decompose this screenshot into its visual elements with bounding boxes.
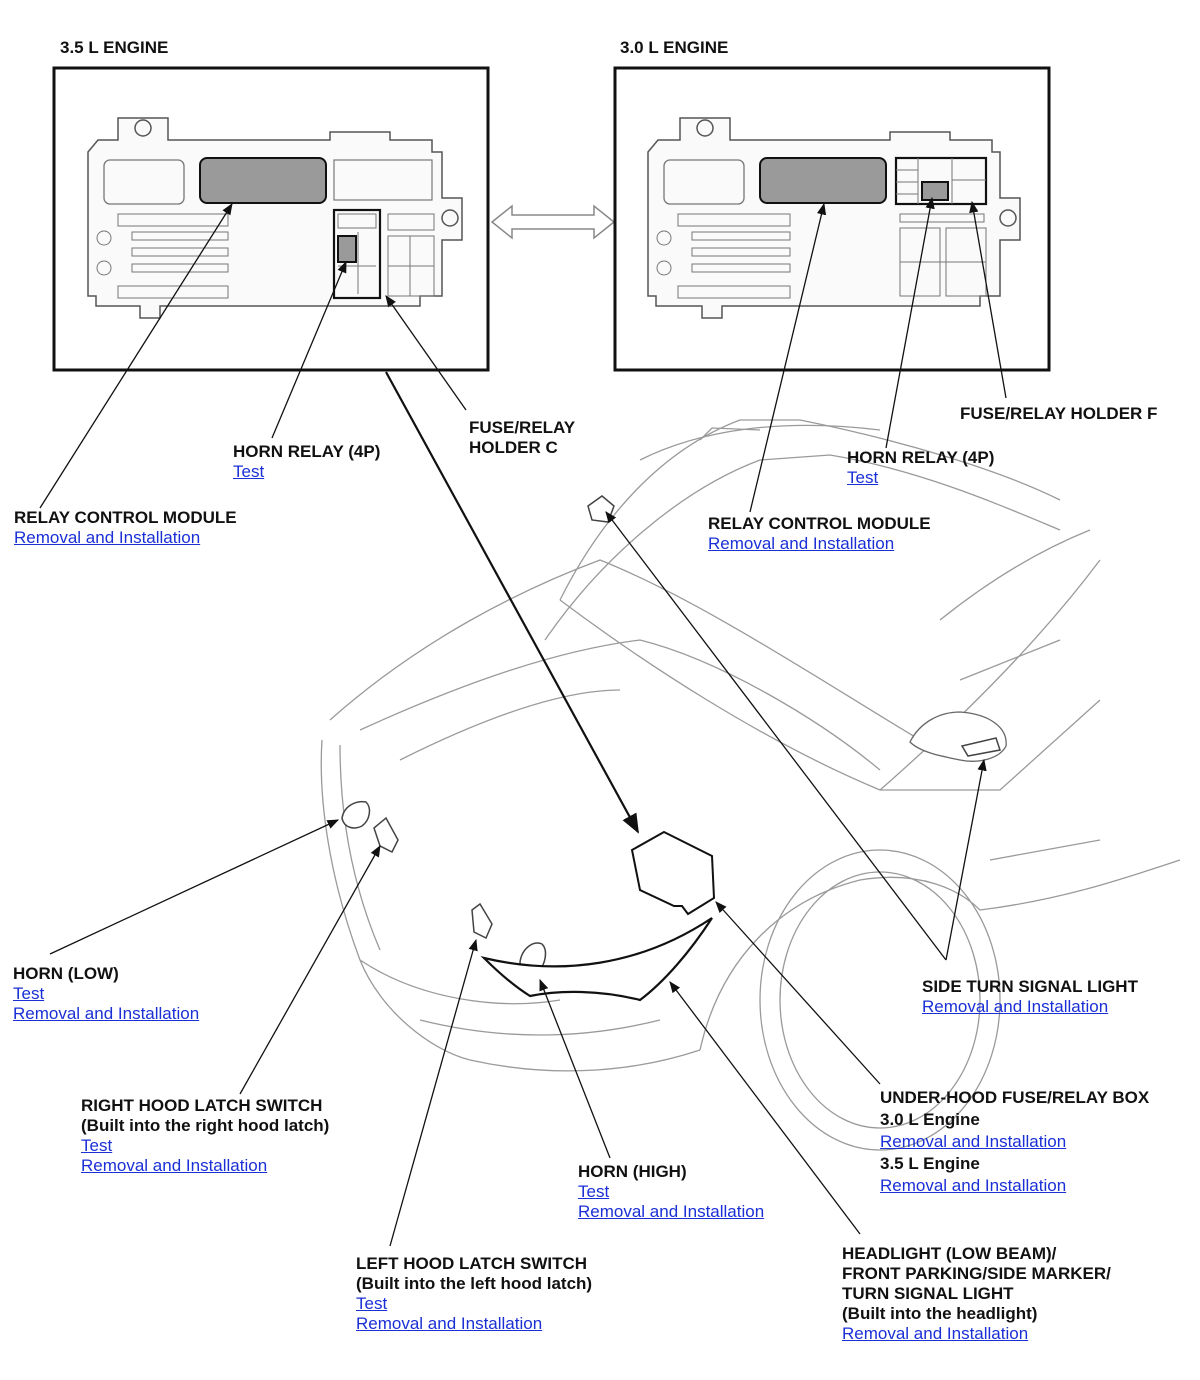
label-relay-control-module-35: RELAY CONTROL MODULE Removal and Install… (14, 508, 237, 548)
test-link[interactable]: Test (81, 1136, 113, 1155)
label-horn-relay-holder-f: HORN RELAY (4P) Test (847, 448, 994, 488)
fuse-box-detail-30 (613, 66, 1051, 372)
label-headlight: HEADLIGHT (LOW BEAM)/ FRONT PARKING/SIDE… (842, 1244, 1111, 1344)
label-line: FUSE/RELAY (469, 418, 576, 437)
label-left-hood-latch: LEFT HOOD LATCH SWITCH (Built into the l… (356, 1254, 592, 1334)
left-hood-latch-icon (471, 902, 493, 940)
right-hood-latch-icon (373, 816, 399, 854)
label-title: HORN (LOW) (13, 964, 119, 983)
label-title: HORN (HIGH) (578, 1162, 687, 1181)
fuse-relay-box-icon (630, 830, 716, 916)
removal-installation-link[interactable]: Removal and Installation (14, 528, 201, 547)
label-title: RIGHT HOOD LATCH SWITCH (81, 1096, 323, 1115)
test-link[interactable]: Test (847, 468, 879, 487)
removal-installation-link[interactable]: Removal and Installation (842, 1324, 1029, 1343)
label-side-turn-signal: SIDE TURN SIGNAL LIGHT Removal and Insta… (922, 977, 1138, 1017)
label-subtitle: (Built into the right hood latch) (81, 1116, 330, 1135)
label-engine-30: 3.0 L Engine (880, 1110, 980, 1129)
label-subtitle: (Built into the headlight) (842, 1304, 1038, 1323)
label-title: SIDE TURN SIGNAL LIGHT (922, 977, 1138, 996)
label-fuse-relay-holder-f: FUSE/RELAY HOLDER F (960, 404, 1157, 424)
engine-title-35: 3.5 L ENGINE (60, 38, 169, 57)
label-line: TURN SIGNAL LIGHT (842, 1284, 1014, 1303)
label-horn-relay-holder-c: HORN RELAY (4P) Test (233, 442, 380, 482)
horn-low-icon (341, 800, 371, 829)
label-horn-high: HORN (HIGH) Test Removal and Installatio… (578, 1162, 764, 1222)
removal-installation-link-30[interactable]: Removal and Installation (880, 1132, 1067, 1151)
label-title: HORN RELAY (4P) (233, 442, 381, 461)
removal-installation-link[interactable]: Removal and Installation (81, 1156, 268, 1175)
label-line: HEADLIGHT (LOW BEAM)/ (842, 1244, 1057, 1263)
label-horn-low: HORN (LOW) Test Removal and Installation (13, 964, 199, 1024)
label-line: HOLDER C (469, 438, 558, 457)
label-line: FRONT PARKING/SIDE MARKER/ (842, 1264, 1111, 1283)
label-fuse-relay-holder-c: FUSE/RELAY HOLDER C (469, 418, 575, 458)
removal-installation-link-35[interactable]: Removal and Installation (880, 1176, 1067, 1195)
side-turn-lower-icon (960, 737, 1001, 757)
label-relay-control-module-30: RELAY CONTROL MODULE Removal and Install… (708, 514, 931, 554)
removal-installation-link[interactable]: Removal and Installation (922, 997, 1109, 1016)
label-engine-35: 3.5 L Engine (880, 1154, 980, 1173)
component-icons (341, 495, 1001, 1002)
label-underhood-fuse-box: UNDER-HOOD FUSE/RELAY BOX 3.0 L Engine R… (880, 1088, 1149, 1196)
double-arrow-icon (490, 204, 616, 240)
label-title: LEFT HOOD LATCH SWITCH (356, 1254, 588, 1273)
leader-lines (39, 196, 1007, 1247)
label-title: FUSE/RELAY HOLDER F (960, 404, 1158, 423)
label-title: RELAY CONTROL MODULE (14, 508, 237, 527)
label-right-hood-latch: RIGHT HOOD LATCH SWITCH (Built into the … (81, 1096, 329, 1176)
test-link[interactable]: Test (578, 1182, 610, 1201)
test-link[interactable]: Test (356, 1294, 388, 1313)
label-title: RELAY CONTROL MODULE (708, 514, 931, 533)
label-title: UNDER-HOOD FUSE/RELAY BOX (880, 1088, 1150, 1107)
fuse-box-detail-35 (52, 66, 490, 372)
removal-installation-link[interactable]: Removal and Installation (578, 1202, 765, 1221)
test-link[interactable]: Test (13, 984, 45, 1003)
headlight-outline (480, 917, 713, 1002)
removal-installation-link[interactable]: Removal and Installation (356, 1314, 543, 1333)
label-title: HORN RELAY (4P) (847, 448, 995, 467)
label-subtitle: (Built into the left hood latch) (356, 1274, 593, 1293)
removal-installation-link[interactable]: Removal and Installation (13, 1004, 200, 1023)
removal-installation-link[interactable]: Removal and Installation (708, 534, 895, 553)
test-link[interactable]: Test (233, 462, 265, 481)
engine-title-30: 3.0 L ENGINE (620, 38, 729, 57)
